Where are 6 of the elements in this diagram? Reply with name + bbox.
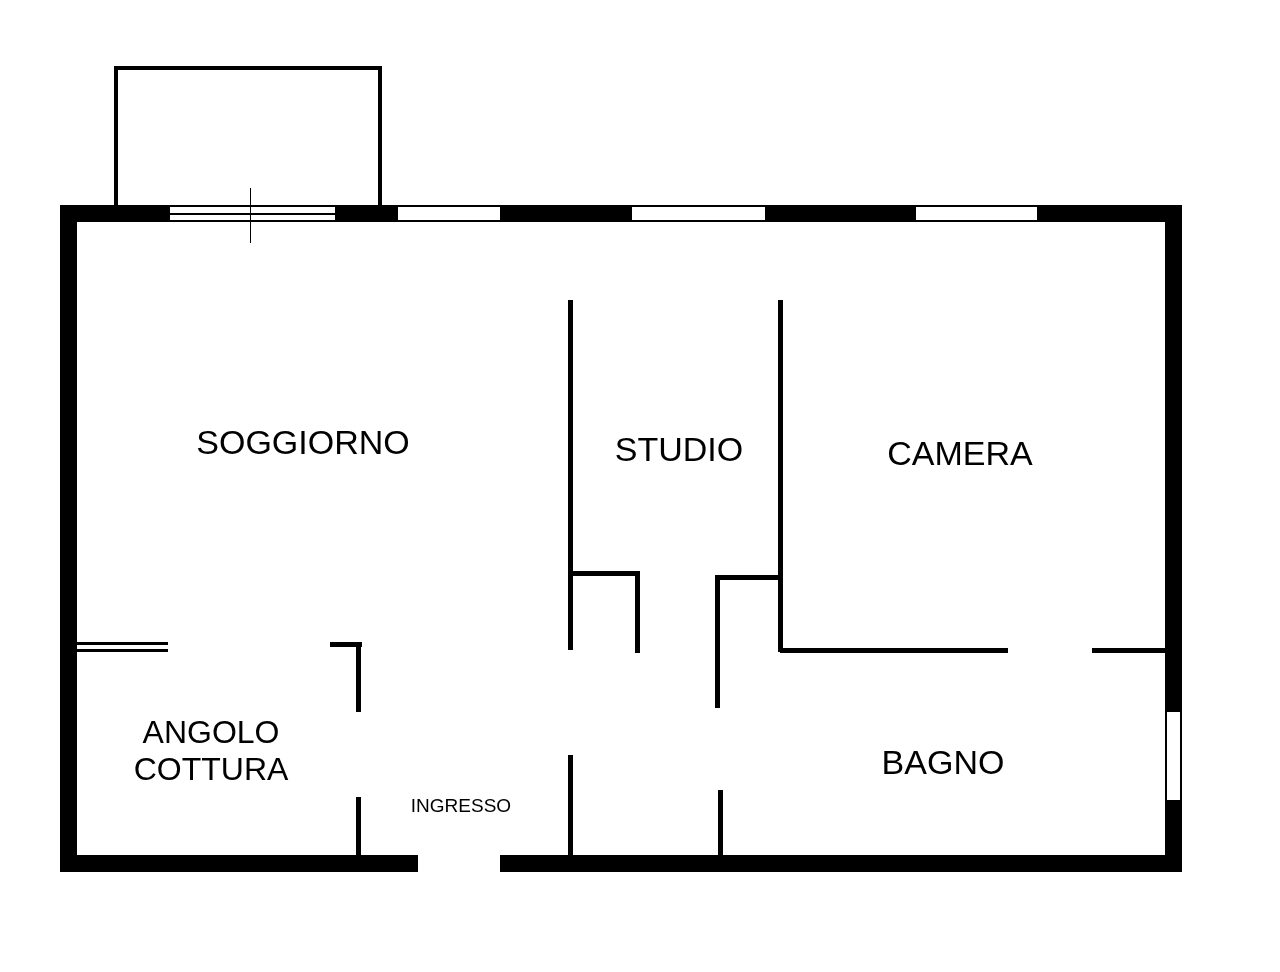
room-label: BAGNO <box>881 743 1005 783</box>
room-label: CAMERA <box>887 434 1033 474</box>
room-label: SOGGIORNO <box>196 423 410 463</box>
room-label: ANGOLO COTTURA <box>132 714 290 788</box>
room-label: STUDIO <box>614 430 744 470</box>
room-label: INGRESSO <box>410 795 512 817</box>
